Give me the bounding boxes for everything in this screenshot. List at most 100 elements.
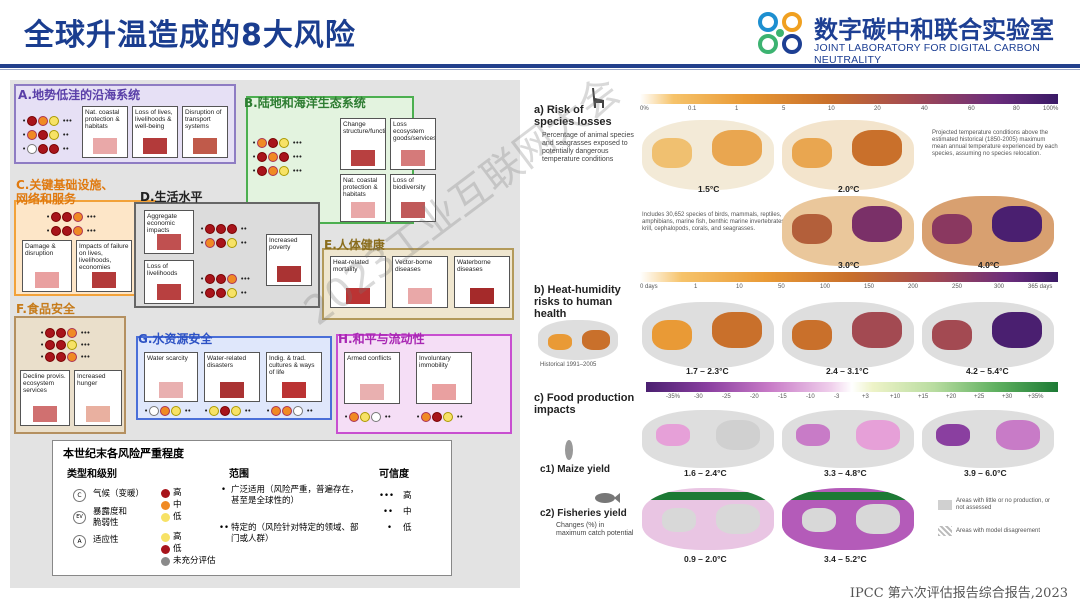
fisheries-subtitle: Changes (%) in maximum catch potential [556, 522, 634, 537]
card-label: Loss of livelihoods [147, 263, 178, 277]
scope-specific: 特定的（风险针对特定的领域、部门或人群） [231, 523, 359, 544]
conf-high-dots: ••• [379, 491, 395, 501]
card-label: Damage & disruption [25, 243, 56, 257]
section-c-label-1: C.关键基础设施、 [16, 178, 114, 192]
scale-tick: +3 [862, 394, 869, 400]
scope-widespread: 广泛适用（风险严重，普遍存在，甚至是全球性的） [231, 485, 359, 506]
risk-chips: • •• [22, 144, 69, 154]
section-e-box: E.人体健康 Heat-related mortality Vector-bor… [322, 238, 514, 320]
section-b-label: B.陆地和海洋生态系统 [244, 96, 366, 110]
scale-tick: 200 [908, 284, 919, 290]
type-a-symbol: A [73, 535, 86, 548]
map-maize-3 [922, 410, 1054, 468]
risk-chips: • ••• [252, 138, 303, 148]
scale-tick: 150 [864, 284, 875, 290]
section-b-title: b) Heat-humidity risks to human health [534, 284, 621, 320]
scale-tick: 100 [820, 284, 831, 290]
card-label: Aggregate economic impacts [147, 213, 177, 234]
card-label: Loss ecosystem goods/services [393, 121, 436, 142]
card-label: Armed conflicts [347, 355, 392, 362]
risk-chips: • ••• [46, 212, 97, 222]
level-mid-label: 中 [173, 500, 182, 510]
risk-card: Nat. coastal protection & habitats [340, 174, 386, 222]
risk-card: Aggregate economic impacts [144, 210, 194, 254]
scale-tick: 100% [1043, 106, 1059, 112]
scale-tick: -10 [806, 394, 815, 400]
map-heat-3 [922, 302, 1054, 368]
level-high2-dot [161, 533, 170, 542]
risk-card: Indig. & trad. cultures & ways of life [266, 352, 322, 402]
map-label: 0.9 – 2.0°C [684, 554, 727, 564]
level-high-dot [161, 489, 170, 498]
level-mid-dot [161, 501, 170, 510]
scale-tick: -30 [694, 394, 703, 400]
legend-col-type: 类型和级别 [67, 469, 117, 480]
level-low-dot [161, 513, 170, 522]
header-rule-thin [0, 69, 1080, 70]
scale-tick: 0 days [640, 284, 658, 290]
risk-chips: • ••• [252, 152, 303, 162]
section-g-label: G.水资源安全 [138, 332, 213, 346]
risk-card: Loss of lives, livelihoods & well-being [132, 106, 178, 158]
legend-col-confidence: 可信度 [379, 469, 409, 480]
section-a-box: A.地势低洼的沿海系统 • ••• • •• • •• Nat. coastal… [14, 84, 236, 164]
maize-title: c1) Maize yield [540, 464, 611, 475]
map-maize-2 [782, 410, 914, 468]
risk-chips: • ••• [40, 328, 91, 338]
card-label: Loss of biodiversity [393, 177, 426, 191]
scale-tick: +15 [918, 394, 929, 400]
risk-chips: • ••• [40, 340, 91, 350]
scale-tick: +30 [1002, 394, 1013, 400]
legend-col-scope: 范围 [229, 469, 249, 480]
conf-mid-label: 中 [403, 507, 412, 517]
conf-low-dots: • [387, 523, 393, 533]
species-scale-bar [640, 94, 1058, 104]
card-label: Disruption of transport systems [185, 109, 222, 130]
card-label: Increased hunger [77, 373, 106, 387]
risk-card: Vector-borne diseases [392, 256, 448, 308]
level-low2-label: 低 [173, 544, 182, 554]
risk-chips: • •• [200, 238, 247, 248]
conf-low-label: 低 [403, 523, 412, 533]
scale-tick: -20 [750, 394, 759, 400]
map-label: 1.5°C [698, 184, 720, 194]
map-label: 3.0°C [838, 260, 860, 270]
map-label: 1.7 – 2.3°C [686, 366, 729, 376]
section-c-box: C.关键基础设施、 网络和服务 • ••• • ••• Damage & dis… [14, 178, 156, 296]
card-label: Indig. & trad. cultures & ways of life [269, 355, 315, 376]
risk-chips: • ••• [22, 116, 73, 126]
card-label: Nat. coastal protection & habitats [85, 109, 120, 130]
risk-card: Armed conflicts [344, 352, 400, 404]
section-h-box: H.和平与流动性 Armed conflicts Involuntary imm… [336, 332, 512, 434]
risk-chips: • ••• [46, 226, 97, 236]
scale-tick: 0% [640, 106, 649, 112]
scale-tick: -35% [666, 394, 681, 400]
page-title: 全球升温造成的8大风险 [24, 18, 356, 53]
section-f-label: F.食品安全 [16, 302, 75, 316]
scale-tick: -3 [834, 394, 840, 400]
risk-card: Loss ecosystem goods/services [390, 118, 436, 170]
header-rule [0, 64, 1080, 68]
food-scale-bar [646, 382, 1058, 392]
scale-tick: 1 [694, 284, 698, 290]
risk-card: Increased poverty [266, 234, 312, 286]
fish-icon [595, 493, 620, 503]
corn-icon [565, 440, 573, 460]
card-label: Water-related disasters [207, 355, 247, 369]
section-a-label: A.地势低洼的沿海系统 [18, 88, 141, 102]
type-c-label: 气候（变暖） [93, 489, 145, 499]
legend-title: 本世纪末各风险严重程度 [63, 447, 184, 460]
section-c-label-2: 网络和服务 [16, 192, 77, 206]
map-label: 1.6 – 2.4°C [684, 468, 727, 478]
scale-tick: 60 [968, 106, 975, 112]
conf-mid-dots: •• [383, 507, 394, 517]
map-species-3-0 [782, 196, 914, 266]
level-na-dot [161, 557, 170, 566]
card-label: Impacts of failure on lives, livelihoods… [79, 243, 129, 271]
risk-chips: • •• [144, 406, 191, 416]
risk-chips: • ••• [200, 274, 251, 284]
map-species-4-0 [922, 196, 1054, 266]
section-a-subtitle: Percentage of animal species and seagras… [542, 132, 634, 163]
risk-card: Change structure/functioning [340, 118, 386, 170]
